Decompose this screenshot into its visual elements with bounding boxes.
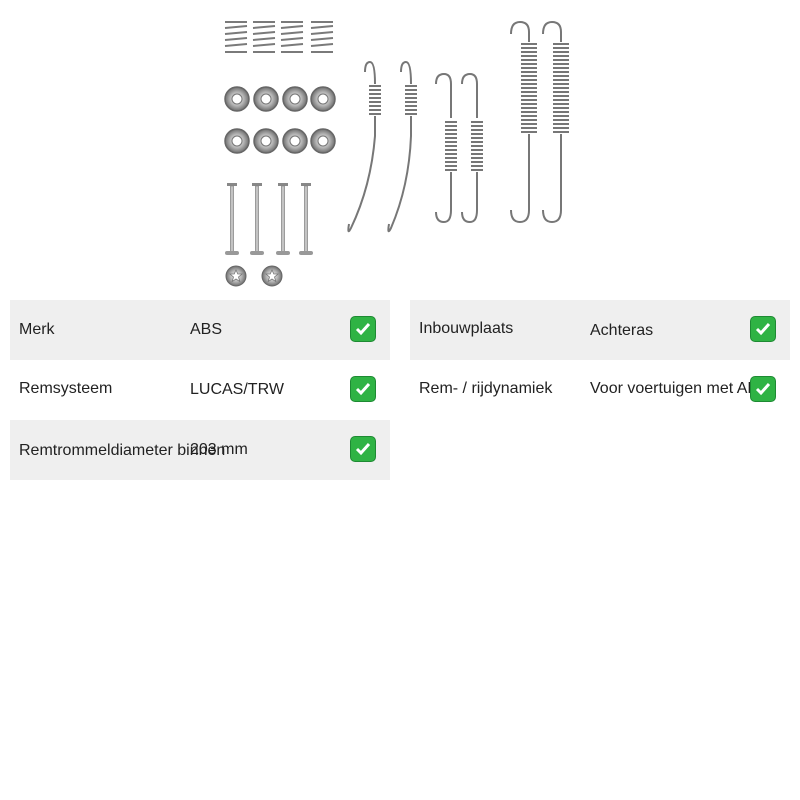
spec-table-right: Inbouwplaats Achteras Rem- / rijdynamiek… [410, 300, 790, 420]
return-springs-long [510, 20, 569, 224]
spec-row-inbouwplaats: Inbouwplaats Achteras [410, 300, 790, 360]
spec-label: Rem- / rijdynamiek [419, 380, 553, 397]
spec-row-merk: Merk ABS [10, 300, 390, 360]
spec-row-remtrommeldiameter: Remtrommeldiameter binnen 203 mm [10, 420, 390, 480]
hold-down-pins [225, 183, 313, 255]
spec-value: ABS [190, 321, 223, 338]
checkmark-icon [350, 436, 376, 462]
spec-row-rijdynamiek: Rem- / rijdynamiek Voor voertuigen met A… [410, 360, 790, 420]
checkmark-icon [350, 376, 376, 402]
spec-value: 203 mm [190, 441, 248, 458]
spec-label: Merk [19, 321, 55, 338]
brake-shoe-fitting-kit-image [224, 20, 569, 287]
spec-table-left: Merk ABS Remsysteem LUCAS/TRW Remtrommel… [10, 300, 390, 480]
spec-value: LUCAS/TRW [190, 381, 284, 398]
spec-label: Remsysteem [19, 380, 113, 397]
star-clips [225, 265, 283, 287]
spec-label: Remtrommeldiameter binnen [19, 442, 226, 459]
spec-value: Achteras [590, 322, 654, 339]
retaining-washers [224, 86, 336, 154]
spec-label: Inbouwplaats [419, 320, 514, 337]
return-springs-medium [435, 72, 483, 224]
spec-row-remsysteem: Remsysteem LUCAS/TRW [10, 360, 390, 420]
checkmark-icon [750, 316, 776, 342]
checkmark-icon [350, 316, 376, 342]
compression-springs [224, 21, 334, 53]
return-springs-short [347, 60, 417, 233]
checkmark-icon [750, 376, 776, 402]
spec-value: Voor voertuigen met ABS [590, 380, 769, 397]
